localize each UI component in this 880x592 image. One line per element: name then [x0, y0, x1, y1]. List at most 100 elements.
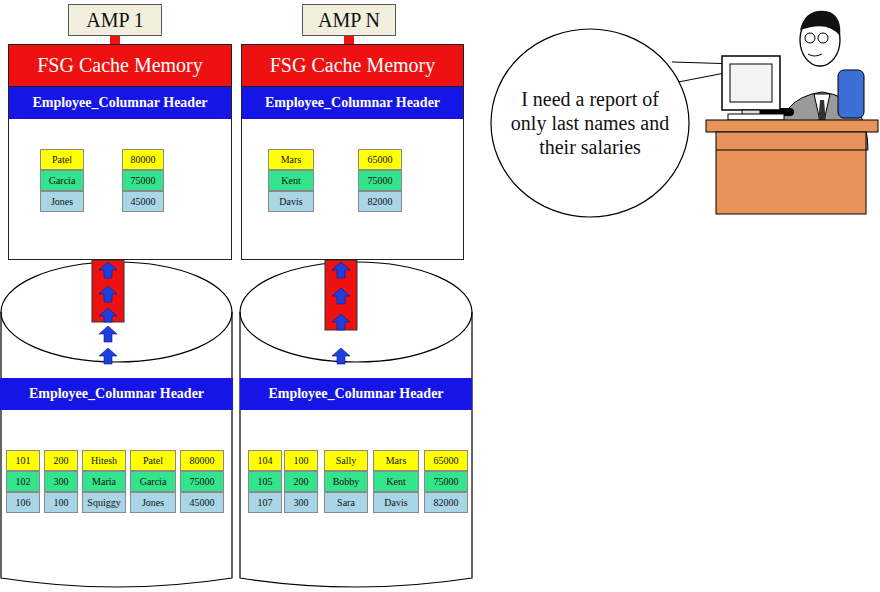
- desk-drawer: [716, 150, 866, 151]
- node-text: 300: [294, 497, 309, 508]
- desk-top: [706, 120, 878, 132]
- column-cell: Garcia: [130, 471, 176, 492]
- node-text: 75000: [190, 476, 215, 487]
- node-text: 104: [258, 455, 273, 466]
- glasses: [805, 33, 815, 43]
- node-text: Kent: [281, 175, 300, 186]
- node-text: Squiggy: [87, 497, 120, 508]
- column-cell: 65000: [424, 450, 468, 471]
- node-text: 45000: [190, 497, 215, 508]
- desk-body: [716, 132, 866, 214]
- column-cell: Hitesh: [82, 450, 126, 471]
- cache-title: FSG Cache Memory: [242, 45, 463, 87]
- column-cell: 75000: [122, 170, 164, 191]
- column-cell: Davis: [373, 492, 419, 513]
- node-text: 45000: [131, 196, 156, 207]
- node-text: Mars: [386, 455, 407, 466]
- node-text: Sara: [337, 497, 355, 508]
- column-cell: 100: [44, 492, 78, 513]
- node-text: Davis: [279, 196, 302, 207]
- column-cell: 200: [284, 471, 318, 492]
- node-text: 65000: [434, 455, 459, 466]
- speech-text: I need a report of only last names and t…: [504, 87, 676, 159]
- column-cell: Kent: [373, 471, 419, 492]
- node-text: Patel: [52, 154, 72, 165]
- bubble-ellipse: [491, 29, 689, 217]
- amp-cache-link: [344, 36, 354, 44]
- column-cell: 100: [284, 450, 318, 471]
- column-cell: 75000: [180, 471, 224, 492]
- column-cell: 82000: [424, 492, 468, 513]
- column-cell: Davis: [268, 191, 314, 212]
- column-cell: Kent: [268, 170, 314, 191]
- column-cell: 80000: [180, 450, 224, 471]
- columnar-header: Employee_Columnar Header: [240, 378, 472, 410]
- node-text: Kent: [386, 476, 405, 487]
- amp-cache-link: [110, 36, 120, 44]
- up-arrows: [99, 262, 117, 364]
- node-text: Jones: [51, 196, 73, 207]
- node-text: Sally: [336, 455, 357, 466]
- node-text: Patel: [143, 455, 163, 466]
- node-text: 65000: [368, 154, 393, 165]
- columnar-header: Employee_Columnar Header: [0, 378, 233, 410]
- node-text: Bobby: [333, 476, 360, 487]
- column-cell: Maria: [82, 471, 126, 492]
- node-text: Employee_Columnar Header: [268, 386, 443, 402]
- node-text: 200: [294, 476, 309, 487]
- keyboard: [728, 114, 784, 120]
- node-text: Jones: [142, 497, 164, 508]
- column-cell: 104: [248, 450, 282, 471]
- glasses: [818, 33, 828, 43]
- column-cell: Patel: [130, 450, 176, 471]
- screen: [730, 64, 772, 102]
- column-cell: Jones: [40, 191, 84, 212]
- column-cell: 106: [6, 492, 40, 513]
- column-cell: 107: [248, 492, 282, 513]
- node-text: 106: [16, 497, 31, 508]
- columnar-header: Employee_Columnar Header: [242, 87, 463, 119]
- column-cell: Bobby: [324, 471, 368, 492]
- column-cell: 300: [44, 471, 78, 492]
- node-text: Mars: [281, 154, 302, 165]
- column-cell: 200: [44, 450, 78, 471]
- node-text: Employee_Columnar Header: [29, 386, 204, 402]
- hair: [800, 11, 840, 36]
- cache-memory-panel: FSG Cache MemoryEmployee_Columnar Header…: [8, 44, 232, 260]
- node-text: 82000: [434, 497, 459, 508]
- chair: [838, 70, 864, 118]
- node-text: AMP N: [318, 9, 380, 32]
- node-text: Garcia: [49, 175, 76, 186]
- column-cell: Sara: [324, 492, 368, 513]
- node-text: Employee_Columnar Header: [265, 95, 440, 111]
- node-text: Employee_Columnar Header: [32, 95, 207, 111]
- node-text: 105: [258, 476, 273, 487]
- column-cell: 45000: [180, 492, 224, 513]
- mouth: [808, 54, 822, 56]
- column-cell: 65000: [358, 149, 402, 170]
- node-text: 80000: [131, 154, 156, 165]
- column-cell: Garcia: [40, 170, 84, 191]
- column-cell: Jones: [130, 492, 176, 513]
- node-text: 75000: [368, 175, 393, 186]
- node-text: Hitesh: [91, 455, 117, 466]
- read-arrow: [325, 260, 357, 364]
- amp-label: AMP N: [302, 4, 396, 36]
- node-text: 82000: [368, 196, 393, 207]
- cache-memory-panel: FSG Cache MemoryEmployee_Columnar Header…: [241, 44, 464, 260]
- amp-label: AMP 1: [68, 4, 162, 36]
- cache-title: FSG Cache Memory: [9, 45, 231, 87]
- node-text: Davis: [384, 497, 407, 508]
- monitor: [722, 56, 780, 110]
- column-cell: 105: [248, 471, 282, 492]
- node-text: 102: [16, 476, 31, 487]
- speech-bubble: I need a report of only last names and t…: [490, 28, 690, 218]
- column-cell: Mars: [373, 450, 419, 471]
- read-arrow: [92, 260, 124, 364]
- node-text: 200: [54, 455, 69, 466]
- columnar-header: Employee_Columnar Header: [9, 87, 231, 119]
- node-text: 100: [294, 455, 309, 466]
- column-cell: 80000: [122, 149, 164, 170]
- column-cell: 300: [284, 492, 318, 513]
